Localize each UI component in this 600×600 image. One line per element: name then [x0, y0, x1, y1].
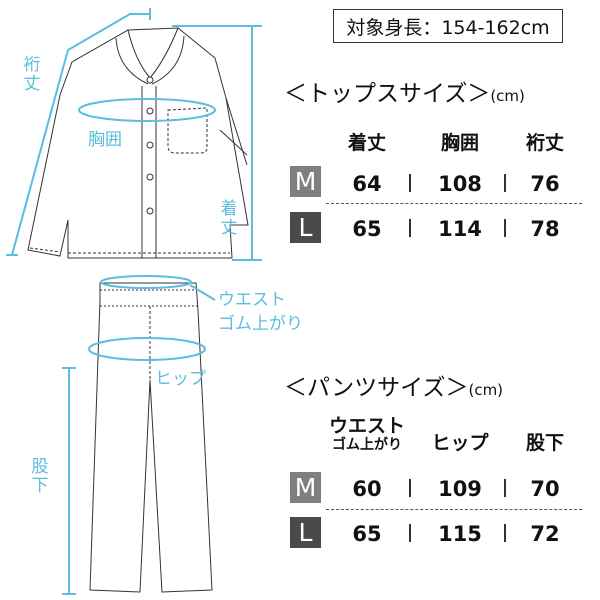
tops-title: ＜トップスサイズ＞(cm): [284, 74, 525, 108]
waist-label-1: ウエスト: [218, 290, 286, 310]
inseam-label: 股下: [31, 457, 49, 496]
separator: [504, 479, 506, 497]
hip-label: ヒップ: [155, 369, 206, 389]
size-badge-m: M: [290, 472, 321, 503]
shirt-drawing: [27, 27, 249, 259]
pants-header-hip: ヒップ: [431, 432, 489, 454]
tops-unit: (cm): [490, 87, 525, 105]
size-badge-l: L: [290, 212, 321, 243]
measure-lines: [6, 8, 262, 595]
shirt-buttons: [146, 76, 154, 215]
tops-l-chest: 114: [438, 217, 482, 241]
row-divider: [326, 203, 582, 204]
target-height-badge: 対象身長：154-162cm: [333, 9, 563, 43]
tops-m-sleeve: 76: [530, 172, 560, 196]
separator: [409, 174, 411, 192]
pants-header-inseam: 股下: [525, 432, 564, 454]
size-badge-m: M: [290, 166, 321, 197]
separator: [409, 479, 411, 497]
pants-l-inseam: 72: [530, 522, 560, 546]
tops-title-text: ＜トップスサイズ＞: [284, 81, 491, 107]
pants-l-waist: 65: [352, 522, 382, 546]
separator: [409, 524, 411, 542]
tops-header-length: 着丈: [347, 132, 386, 154]
tops-m-chest: 108: [438, 172, 482, 196]
size-badge-l: L: [290, 517, 321, 548]
pants-drawing: [89, 282, 213, 593]
pants-m-hip: 109: [438, 477, 482, 501]
separator: [409, 219, 411, 237]
separator: [504, 524, 506, 542]
pants-title-text: ＜パンツサイズ＞: [284, 375, 469, 401]
row-divider: [326, 509, 582, 510]
tops-header-chest: 胸囲: [440, 132, 479, 154]
pajama-illustration: [6, 8, 262, 595]
tops-m-length: 64: [352, 172, 382, 196]
pants-header-waist-sub: ゴム上がり: [332, 437, 402, 453]
pants-unit: (cm): [468, 381, 504, 399]
waist-label-2: ゴム上がり: [218, 314, 303, 334]
tops-l-length: 65: [352, 217, 382, 241]
pants-header-waist: ウエスト: [328, 415, 405, 437]
pants-m-waist: 60: [352, 477, 382, 501]
pants-l-hip: 115: [438, 522, 482, 546]
pants-m-inseam: 70: [530, 477, 560, 501]
length-label: 着丈: [220, 199, 238, 238]
tops-header-sleeve: 裄丈: [525, 132, 564, 154]
chest-label: 胸囲: [88, 130, 122, 150]
separator: [504, 219, 506, 237]
separator: [504, 174, 506, 192]
tops-l-sleeve: 78: [530, 217, 560, 241]
sleeve-length-label: 裄丈: [23, 55, 41, 94]
pants-title: ＜パンツサイズ＞(cm): [284, 368, 503, 402]
